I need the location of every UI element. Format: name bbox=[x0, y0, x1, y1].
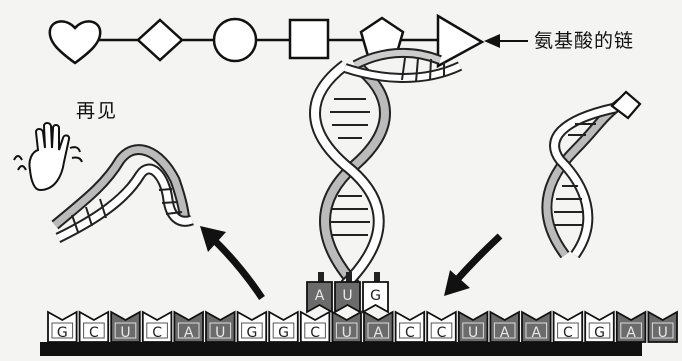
departing-trna-helix bbox=[51, 144, 194, 243]
mrna-base: C bbox=[426, 310, 457, 343]
anticodon-letter: U bbox=[342, 288, 352, 304]
incoming-trna-helix bbox=[541, 95, 629, 259]
diamond-icon bbox=[136, 18, 184, 62]
mrna-base-letter: U bbox=[120, 325, 130, 341]
anticodon-letter: G bbox=[370, 288, 381, 304]
circle-icon bbox=[212, 17, 258, 63]
mrna-base-letter: G bbox=[246, 325, 257, 341]
mrna-base-letter: A bbox=[500, 325, 510, 341]
central-trna-helix bbox=[309, 47, 463, 290]
anticodon-base: U bbox=[334, 272, 361, 314]
mrna-base-letter: C bbox=[437, 325, 447, 341]
amino-acid-chain-label: 氨基酸的链 bbox=[534, 30, 635, 52]
exit-arrow bbox=[200, 226, 265, 300]
mrna-base: A bbox=[521, 310, 552, 343]
mrna-base-letter: U bbox=[215, 325, 225, 341]
mrna-base-letter: U bbox=[468, 325, 478, 341]
heart-icon bbox=[48, 20, 102, 65]
mrna-base: G bbox=[236, 310, 268, 343]
chain-pointer-arrow bbox=[484, 34, 528, 48]
anticodon-letter: A bbox=[315, 288, 325, 304]
mrna-base-letter: C bbox=[89, 325, 99, 341]
mrna-base: C bbox=[141, 310, 173, 343]
mrna-base-letter: U bbox=[658, 325, 668, 341]
mrna-base: G bbox=[47, 310, 78, 343]
mrna-base-letter: C bbox=[563, 325, 573, 341]
mrna-base: U bbox=[457, 310, 489, 343]
waving-hand-icon bbox=[13, 122, 83, 192]
mrna-base-letter: A bbox=[374, 325, 384, 341]
mrna-base: A bbox=[615, 310, 647, 343]
mrna-base-letter: G bbox=[594, 325, 605, 341]
mrna-base: C bbox=[299, 310, 331, 343]
mrna-base: U bbox=[647, 310, 678, 343]
mrna-base: A bbox=[173, 310, 204, 343]
mrna-base: U bbox=[110, 310, 141, 343]
entry-arrow bbox=[444, 233, 503, 296]
mrna-base: G bbox=[584, 310, 615, 343]
incoming-diamond-icon bbox=[610, 90, 642, 120]
mrna-base-letter: A bbox=[626, 325, 636, 341]
triangle-icon bbox=[436, 13, 485, 69]
anticodon-base: G bbox=[362, 272, 389, 314]
mrna-base-letter: A bbox=[184, 325, 194, 341]
mrna-base: A bbox=[363, 310, 394, 343]
anticodon-base: A bbox=[306, 272, 333, 314]
mrna-base: U bbox=[331, 310, 362, 343]
goodbye-label: 再见 bbox=[76, 100, 119, 122]
mrna-base-letter: C bbox=[152, 325, 162, 341]
mrna-base-letter: G bbox=[57, 325, 68, 341]
mrna-base: A bbox=[489, 310, 520, 343]
mrna-base-letter: U bbox=[342, 325, 352, 341]
mrna-base: C bbox=[78, 310, 110, 343]
mrna-backbone bbox=[40, 342, 642, 356]
square-icon bbox=[288, 18, 330, 60]
mrna-base: C bbox=[552, 310, 584, 343]
mrna-base-letter: C bbox=[405, 325, 415, 341]
mrna-base: U bbox=[205, 310, 236, 343]
mrna-base-letter: C bbox=[310, 325, 320, 341]
mrna-base-letter: G bbox=[278, 325, 289, 341]
mrna-base-letter: A bbox=[532, 325, 542, 341]
mrna-base: C bbox=[394, 310, 426, 343]
mrna-base: G bbox=[268, 310, 299, 343]
